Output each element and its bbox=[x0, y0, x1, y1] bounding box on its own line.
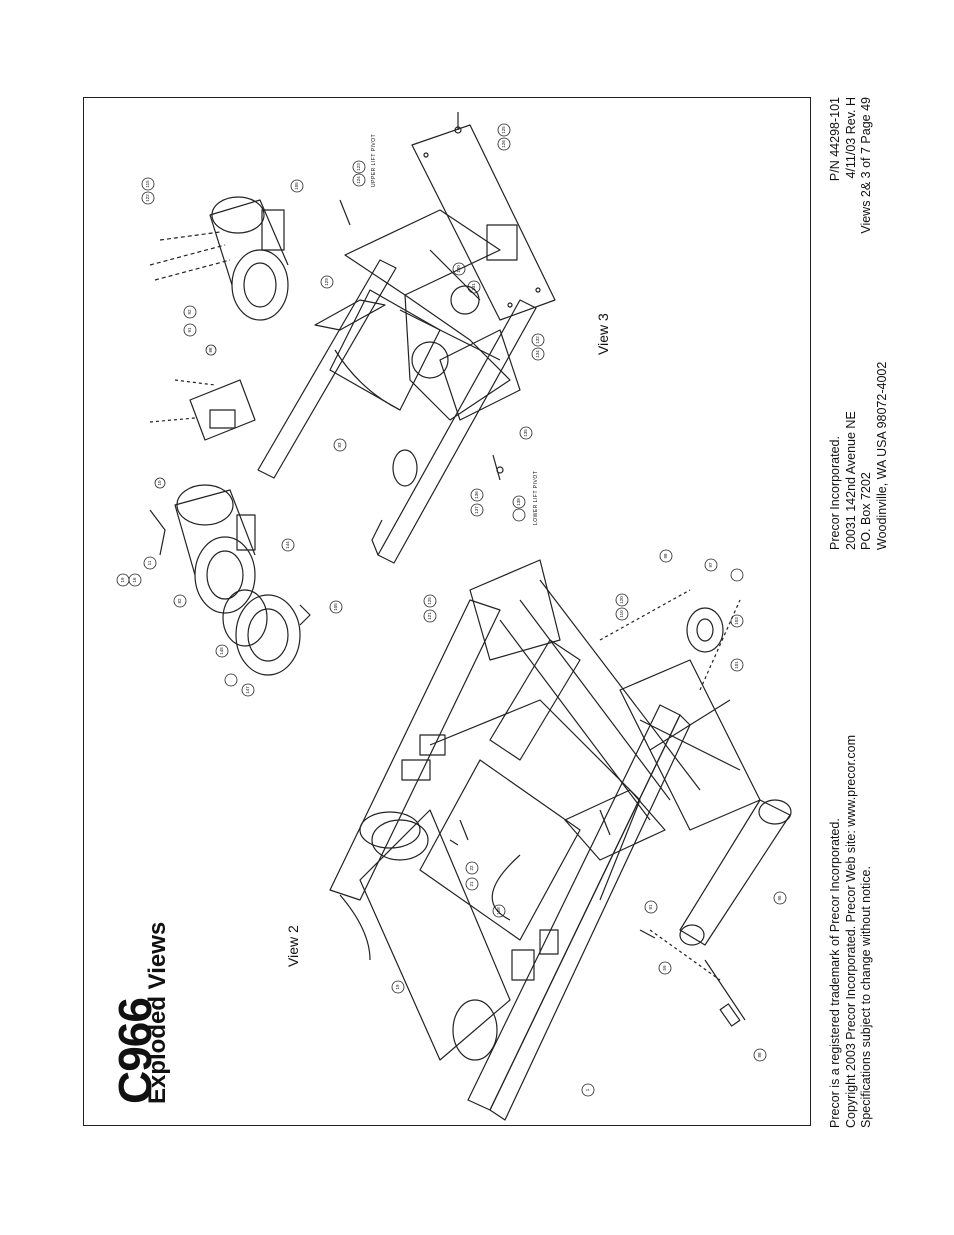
callout-number: 88 bbox=[757, 1052, 762, 1058]
callout-number: 136 bbox=[474, 491, 479, 499]
callout-number: 120 bbox=[619, 596, 624, 604]
callout-number: 98 bbox=[663, 553, 668, 559]
callout-number: 21 bbox=[469, 881, 474, 887]
callout-number: 135 bbox=[523, 429, 528, 437]
callout-number: 19 bbox=[395, 984, 400, 990]
drawing-frame bbox=[83, 97, 811, 1126]
callout-number: 132 bbox=[535, 336, 540, 344]
callout-number: 91 bbox=[187, 327, 192, 333]
copyright-line: Copyright 2003 Precor Incorporated. Prec… bbox=[843, 735, 858, 1128]
callout-number: 122 bbox=[145, 194, 150, 202]
callout-number: 125 bbox=[501, 126, 506, 134]
po-box-line: PO. Box 7202 bbox=[859, 472, 873, 550]
footer-trademark: Precor is a registered trademark of Prec… bbox=[828, 735, 875, 1128]
footer-doc-info: P/N 44298-101 4/11/03 Rev. H Views 2& 3 … bbox=[828, 97, 875, 252]
city-line: Woodinville, WA USA 98072-4002 bbox=[874, 361, 889, 550]
callout-number: 121 bbox=[427, 612, 432, 620]
specifications-line: Specifications subject to change without… bbox=[859, 866, 873, 1128]
callout-number: 105 bbox=[333, 603, 338, 611]
callout-number: 59 bbox=[662, 965, 667, 971]
view2-label: View 2 bbox=[285, 925, 301, 967]
callout-number: 144 bbox=[285, 541, 290, 549]
street-line: 20031 142nd Avenue NE bbox=[843, 411, 858, 550]
view2-assembly bbox=[329, 559, 792, 1121]
callout-number: 82 bbox=[177, 598, 182, 604]
callout-number: 131 bbox=[471, 283, 476, 291]
callout-number: 129 bbox=[324, 278, 329, 286]
callout-number: 110 bbox=[619, 610, 624, 618]
callout-number: 103 bbox=[734, 617, 739, 625]
callout-number: 138 bbox=[516, 498, 521, 506]
trademark-line: Precor is a registered trademark of Prec… bbox=[828, 818, 842, 1128]
callout-number: 92 bbox=[187, 309, 192, 315]
callout-number: 147 bbox=[245, 686, 250, 694]
view3-label: View 3 bbox=[595, 313, 611, 355]
callout-number: 105 bbox=[294, 182, 299, 190]
callout-number: 81 bbox=[648, 904, 653, 910]
company-line: Precor Incorporated. bbox=[828, 436, 842, 550]
callout-number: 128 bbox=[496, 907, 501, 915]
callout-number: 130 bbox=[456, 265, 461, 273]
page-number: Views 2& 3 of 7 Page 49 bbox=[859, 97, 873, 234]
callout-number: 88 bbox=[208, 347, 213, 353]
callout-number: 126 bbox=[501, 140, 506, 148]
part-number: P/N 44298-101 bbox=[828, 97, 842, 182]
callout-number: 22 bbox=[469, 865, 474, 871]
callout-number: 134 bbox=[535, 350, 540, 358]
callout-number: 101 bbox=[734, 661, 739, 669]
footer-address: Precor Incorporated. 20031 142nd Avenue … bbox=[828, 362, 890, 550]
callout-number: 95 bbox=[777, 895, 782, 901]
callout-number: 83 bbox=[337, 442, 342, 448]
callout-number: 124 bbox=[356, 176, 361, 184]
callout-number: 16 bbox=[132, 577, 137, 583]
callout-number: 123 bbox=[356, 163, 361, 171]
callout-number: 11 bbox=[147, 560, 152, 565]
revision-date: 4/11/03 Rev. H bbox=[843, 97, 858, 179]
callout-number: 137 bbox=[474, 506, 479, 514]
callout-number: 19 bbox=[120, 577, 125, 583]
lower-lift-pivot-label: LOWER LIFT PIVOT bbox=[533, 470, 539, 525]
callout-number: 1 bbox=[585, 1088, 590, 1091]
callout-number: 115 bbox=[145, 180, 150, 188]
callout-number: 145 bbox=[219, 647, 224, 655]
callout-number: 125 bbox=[427, 597, 432, 605]
view3-assembly bbox=[149, 112, 556, 676]
callout-number: 10 bbox=[157, 480, 162, 486]
page-subtitle: Exploded Views bbox=[144, 921, 171, 1104]
callout-number: 97 bbox=[708, 562, 713, 568]
upper-lift-pivot-label: UPPER LIFT PIVOT bbox=[371, 133, 377, 187]
